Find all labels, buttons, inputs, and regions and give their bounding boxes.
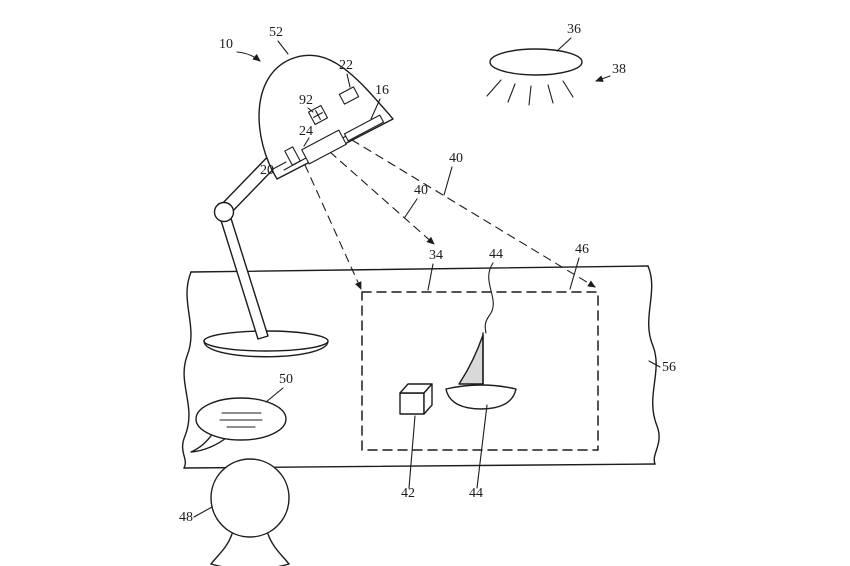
component-22 — [338, 86, 360, 105]
ref-48: 48 — [179, 506, 213, 525]
lamp-lower-arm — [218, 211, 269, 340]
ceiling-light — [486, 48, 583, 106]
ref-label-50: 50 — [279, 372, 293, 387]
person-head — [210, 458, 290, 538]
sailboat-hull — [445, 384, 517, 410]
person — [210, 458, 290, 566]
light-rays — [486, 79, 574, 106]
ref-52: 52 — [269, 25, 289, 55]
leader-52 — [277, 40, 289, 55]
ref-36: 36 — [556, 22, 581, 52]
ref-40-lower: 40 — [404, 183, 428, 218]
cube — [394, 378, 438, 420]
leader-10 — [236, 51, 261, 62]
ref-label-38: 38 — [612, 62, 626, 77]
desk-lamp — [203, 54, 394, 358]
leader-16 — [370, 98, 381, 120]
cube-right-face — [423, 383, 433, 415]
ref-label-36: 36 — [567, 22, 581, 37]
ref-44-top: 44 — [484, 247, 503, 334]
ref-42: 42 — [401, 415, 416, 501]
projection-region — [361, 291, 599, 451]
leader-92 — [307, 107, 314, 113]
speech-bubble-text-lines — [219, 412, 263, 428]
ref-46: 46 — [569, 242, 589, 290]
cube-front-face — [399, 392, 425, 415]
leader-42 — [408, 415, 416, 489]
ref-44-bottom: 44 — [469, 404, 488, 501]
ref-label-56: 56 — [662, 360, 676, 375]
ref-label-40-lower: 40 — [414, 183, 428, 198]
ref-label-92: 92 — [299, 93, 313, 108]
leader-40-upper — [443, 166, 453, 196]
ref-label-44-top: 44 — [489, 247, 503, 262]
ref-20: 20 — [260, 161, 287, 178]
ref-10: 10 — [219, 37, 261, 62]
beam-line-center — [329, 151, 435, 245]
leader-44-bottom — [476, 404, 488, 489]
leader-38 — [595, 75, 611, 82]
leader-34 — [427, 263, 434, 291]
sailboat — [440, 329, 522, 415]
ref-40-upper: 40 — [443, 151, 463, 196]
table-left-edge — [181, 271, 192, 469]
speech-bubble — [190, 397, 287, 453]
leader-56 — [648, 360, 661, 368]
component-92 — [307, 104, 329, 126]
ref-24: 24 — [299, 124, 313, 147]
ref-92: 92 — [299, 93, 314, 113]
ref-16: 16 — [370, 83, 389, 120]
ref-label-22: 22 — [339, 58, 353, 73]
ref-50: 50 — [265, 372, 293, 403]
ref-label-10: 10 — [219, 37, 233, 52]
leader-44-top — [484, 262, 494, 334]
light-strip-16 — [343, 114, 385, 142]
leader-50 — [265, 387, 284, 403]
ref-56: 56 — [648, 360, 676, 375]
speech-bubble-body — [195, 397, 287, 441]
speech-bubble-tail — [190, 432, 227, 453]
component-20 — [284, 146, 301, 166]
leader-22 — [346, 73, 351, 88]
ref-label-20: 20 — [260, 163, 274, 178]
beam-line-left — [304, 164, 362, 290]
ref-38: 38 — [595, 62, 626, 82]
projection-beams — [304, 139, 596, 290]
leader-48 — [193, 506, 213, 518]
lamp-joint — [213, 201, 235, 223]
ceiling-light-body — [489, 48, 583, 76]
ref-label-42: 42 — [401, 486, 415, 501]
ref-label-34: 34 — [429, 248, 443, 263]
leader-46 — [569, 257, 580, 290]
leader-20 — [272, 161, 287, 170]
beam-line-right — [351, 139, 596, 288]
component-24 — [301, 129, 347, 165]
ref-label-40-upper: 40 — [449, 151, 463, 166]
person-shoulders — [210, 533, 290, 565]
leader-36 — [556, 37, 572, 52]
leader-40-lower — [404, 198, 418, 218]
ref-34: 34 — [427, 248, 443, 291]
ref-22: 22 — [339, 58, 353, 88]
ref-label-16: 16 — [375, 83, 389, 98]
lamp-base-lip — [203, 340, 329, 358]
table-right-edge — [647, 265, 660, 465]
component-92-cross-icon — [313, 110, 323, 120]
table-top-edge — [190, 265, 649, 273]
ref-label-46: 46 — [575, 242, 589, 257]
leader-24 — [303, 137, 310, 147]
ref-label-52: 52 — [269, 25, 283, 40]
sailboat-sail — [458, 334, 484, 385]
ref-label-48: 48 — [179, 510, 193, 525]
ref-label-24: 24 — [299, 124, 313, 139]
ref-label-44-bottom: 44 — [469, 486, 483, 501]
reference-labels: 10 52 22 92 16 24 20 36 — [179, 22, 676, 525]
